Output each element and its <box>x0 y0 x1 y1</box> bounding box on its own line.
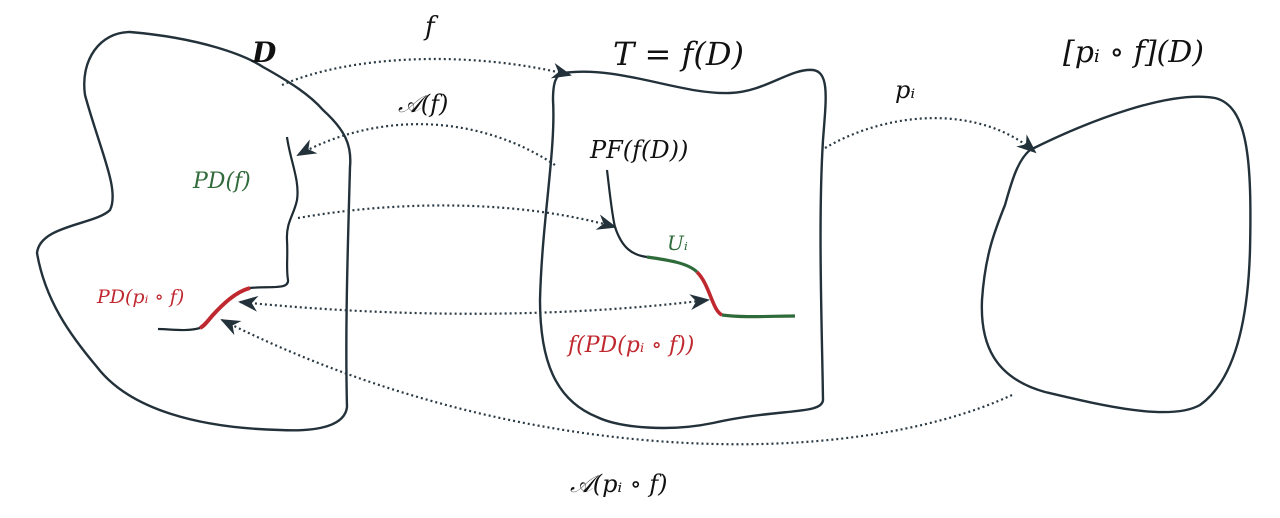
label-pareto-front: PF(f(D)) <box>589 136 688 164</box>
arrow-f <box>281 57 572 87</box>
label-target: T = f(D) <box>613 35 744 73</box>
label-algorithm-f: 𝒜(f) <box>398 90 448 118</box>
u-i-green-right <box>721 313 796 319</box>
label-pareto-domain-pi: PD(pᵢ ∘ f) <box>96 286 184 308</box>
label-pareto-domain: PD(f) <box>192 169 251 194</box>
pareto-domain-pi-curve <box>199 286 251 330</box>
label-algorithm-pi: 𝒜(pᵢ ∘ f) <box>570 470 668 498</box>
arrow-algorithm-pi <box>220 319 1013 446</box>
label-projection: pᵢ <box>895 76 915 104</box>
label-image-pd-pi: f(PD(pᵢ ∘ f)) <box>566 333 694 358</box>
arrow-projection <box>824 117 1037 154</box>
arrow-pd-to-pf <box>297 204 617 230</box>
image-pd-pi-red <box>695 270 724 317</box>
projection-image-region <box>980 95 1252 414</box>
label-u-i: Uᵢ <box>667 231 688 255</box>
arrow-algorithm-f <box>296 123 556 166</box>
domain-region <box>35 30 352 432</box>
label-f: f <box>423 12 439 42</box>
pareto-domain-curve <box>249 136 299 290</box>
target-region <box>538 68 827 430</box>
u-i-green-left <box>646 255 699 274</box>
pareto-front-curve <box>605 169 648 259</box>
arrow-pd-pi-to-image <box>238 294 710 315</box>
label-domain: D <box>251 36 277 69</box>
pareto-domain-pi-tail <box>157 326 201 332</box>
label-projection-image: [pᵢ ∘ f](D) <box>1063 35 1204 70</box>
